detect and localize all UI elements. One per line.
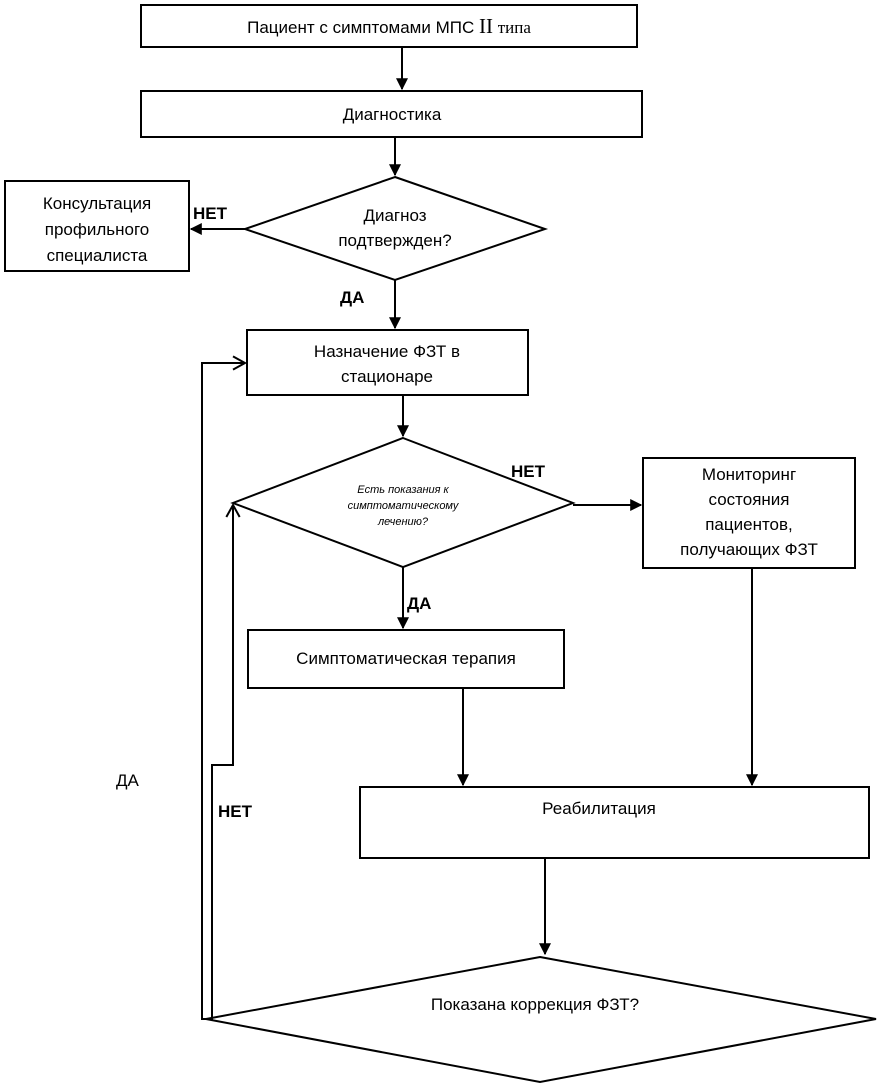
decision-fzt-correction: Показана коррекция ФЗТ? [205, 955, 877, 1084]
branch-indications-yes: ДА [407, 594, 431, 613]
rehab-label: Реабилитация [542, 799, 656, 818]
branch-indications-no: НЕТ [511, 462, 546, 481]
edge-correction-no-loop [206, 502, 241, 1020]
decision-symptomatic-indications: Есть показания к симптоматическому лечен… [230, 436, 576, 569]
correction-label: Показана коррекция ФЗТ? [431, 995, 639, 1014]
consult-line3: специалиста [47, 246, 148, 265]
branch-diagnosis-no: НЕТ [193, 204, 228, 223]
diagnosis-line2: подтвержден? [338, 231, 451, 250]
diagnostics-label: Диагностика [343, 105, 442, 124]
patient-label: Пациент с симптомами МПС [247, 18, 474, 37]
patient-suffix: типа [498, 18, 532, 37]
indications-line2: симптоматическому [348, 500, 460, 512]
branch-correction-no: НЕТ [218, 802, 253, 821]
decision-diagnosis-confirmed: Диагноз подтвержден? [241, 175, 549, 282]
svg-text:Пациент с симптомами МПС: Пациент с симптомами МПС II типа [247, 14, 531, 38]
branch-diagnosis-yes: ДА [340, 288, 364, 307]
patient-roman: II [479, 14, 493, 38]
indications-line3: лечению? [377, 516, 429, 528]
therapy-label: Симптоматическая терапия [296, 649, 516, 668]
indications-line1: Есть показания к [357, 484, 449, 496]
node-fzt-inpatient: Назначение ФЗТ в стационаре [246, 329, 529, 396]
branch-correction-yes: ДА [116, 771, 140, 790]
node-patient: Пациент с симптомами МПС II типа [140, 4, 638, 48]
monitoring-line4: получающих ФЗТ [680, 540, 818, 559]
consult-line1: Консультация [43, 194, 151, 213]
node-monitoring: Мониторинг состояния пациентов, получающ… [642, 457, 856, 569]
consult-line2: профильного [45, 220, 150, 239]
node-rehabilitation: Реабилитация [359, 786, 870, 859]
node-diagnostics: Диагностика [140, 90, 643, 138]
monitoring-line1: Мониторинг [702, 465, 796, 484]
fzt-line1: Назначение ФЗТ в [314, 342, 460, 361]
edge-correction-yes-loop [201, 355, 248, 1020]
node-consult: Консультация профильного специалиста [4, 180, 190, 272]
diagnosis-line1: Диагноз [363, 206, 426, 225]
monitoring-line2: состояния [709, 490, 790, 509]
fzt-line2: стационаре [341, 367, 433, 386]
monitoring-line3: пациентов, [705, 515, 793, 534]
node-symptomatic-therapy: Симптоматическая терапия [247, 629, 565, 689]
